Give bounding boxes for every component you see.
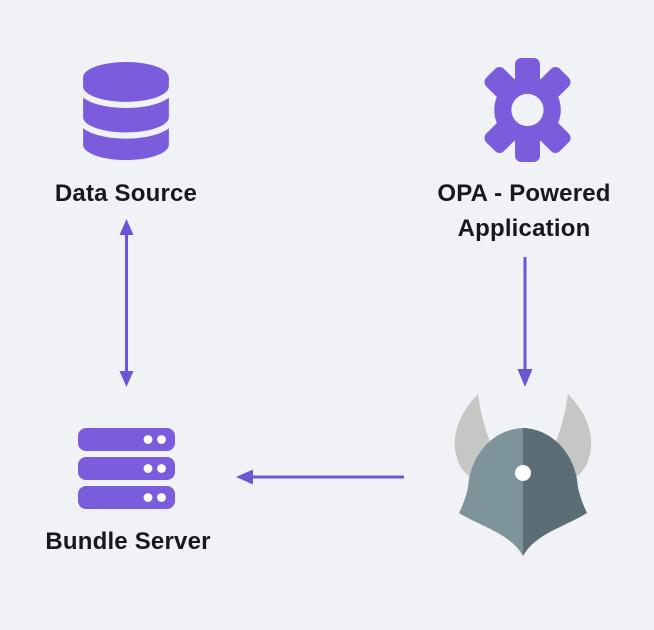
gear-icon-shape — [484, 58, 571, 162]
data-source-label: Data Source — [54, 180, 198, 207]
helmet-dot — [515, 465, 531, 481]
opa-helmet-logo — [454, 394, 592, 556]
gear-icon — [484, 58, 571, 162]
database-icon — [83, 62, 169, 160]
helmet-shape-right-half — [523, 428, 587, 556]
opa-application-label-line2: Application — [457, 215, 591, 242]
server-icon-leds — [143, 435, 166, 502]
application-to-opa-arrow — [517, 257, 533, 387]
opa-to-bundle-server-arrow — [236, 469, 404, 485]
database-icon-shape — [83, 62, 169, 160]
server-icon — [78, 428, 175, 509]
bundle-server-label: Bundle Server — [45, 528, 211, 555]
opa-application-label-line1: OPA - Powered — [437, 180, 611, 207]
server-icon-racks — [78, 428, 175, 509]
gear-icon-hole — [511, 93, 544, 127]
data-source-bundle-server-arrow — [119, 219, 134, 387]
opa-application-label: OPA - Powered Application — [394, 176, 654, 246]
